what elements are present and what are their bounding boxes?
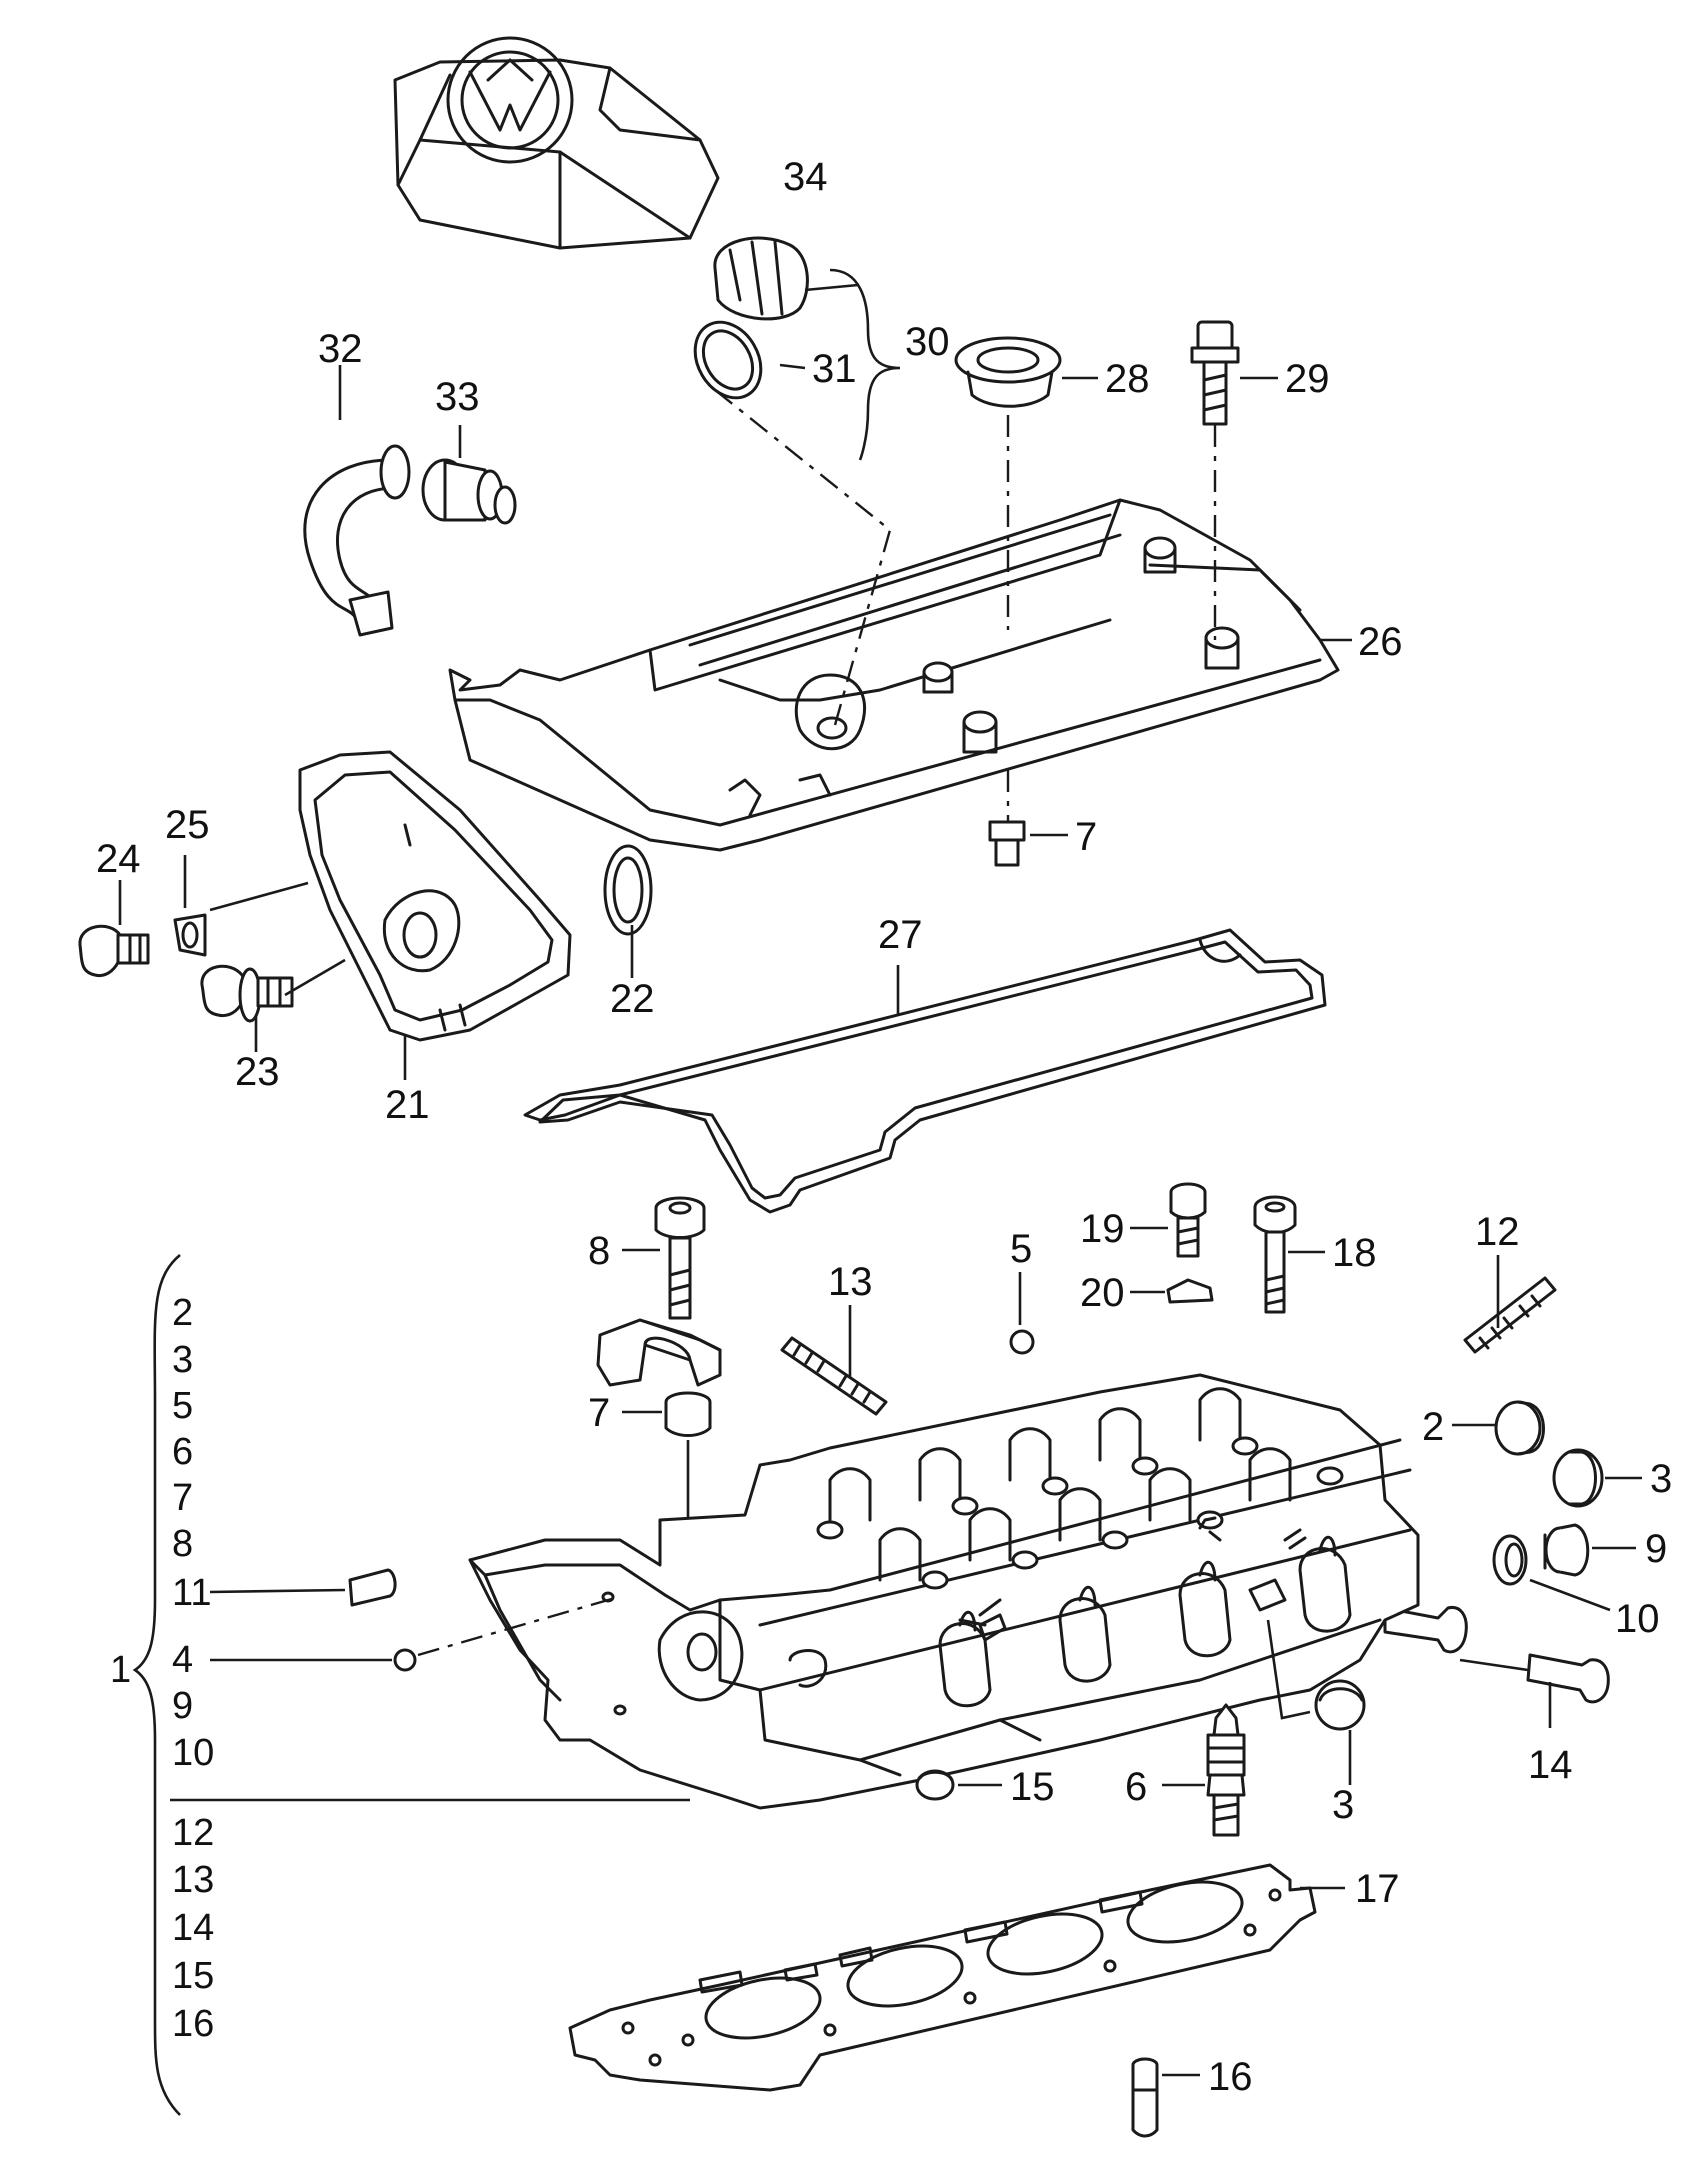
pcv-valve-part[interactable] (421, 458, 517, 525)
kit-item: 2 (172, 1292, 193, 1334)
kit-item: 7 (172, 1477, 193, 1519)
callout-5a: 5 (1010, 1227, 1032, 1271)
kit-item: 10 (172, 1732, 214, 1774)
small-bolt-part[interactable] (988, 820, 1026, 867)
callout-6a: 6 (1125, 1765, 1147, 1809)
callout-20: 20 (1080, 1271, 1125, 1315)
plug-15-part[interactable] (915, 1769, 955, 1801)
callout-17: 17 (1355, 1867, 1400, 1911)
grommet-part[interactable] (954, 336, 1062, 408)
kit-item: 16 (172, 2003, 214, 2045)
kit-item: 6 (172, 1431, 193, 1473)
callout-2a: 2 (1422, 1405, 1444, 1449)
kit-item: 5 (172, 1385, 193, 1427)
valve-cover-gasket-part[interactable] (523, 928, 1327, 1214)
callout-14a: 14 (1528, 1743, 1573, 1787)
sleeve-part[interactable] (664, 1391, 712, 1437)
callout-29: 29 (1285, 357, 1330, 401)
head-bolt-part[interactable] (1253, 1195, 1297, 1314)
kit-item: 15 (172, 1955, 214, 1997)
breather-hose-part[interactable] (303, 444, 411, 637)
sealing-ring-part[interactable] (1492, 1534, 1528, 1586)
timing-cover-part[interactable] (298, 750, 572, 1042)
callout-13: 13 (828, 1260, 873, 1304)
head-gasket-part[interactable] (568, 1863, 1317, 2092)
callout-25: 25 (165, 803, 210, 847)
cam-bolt-part[interactable] (654, 1196, 706, 1320)
kit-bracket (132, 1254, 181, 2116)
half-moon-plug-part[interactable] (1166, 1278, 1214, 1304)
callout-3a: 3 (1650, 1457, 1672, 1501)
kit-item: 8 (172, 1523, 193, 1565)
callout-33: 33 (435, 375, 480, 419)
callout-27: 27 (878, 913, 923, 957)
stud-13-part[interactable] (780, 1336, 888, 1416)
callout-21: 21 (385, 1083, 430, 1127)
callout-22: 22 (610, 977, 655, 1021)
glow-plug-part[interactable] (1206, 1703, 1246, 1837)
callout-16a: 16 (1208, 2055, 1253, 2099)
kit-item: 4 (172, 1639, 193, 1681)
kit-item: 12 (172, 1812, 214, 1854)
callout-28: 28 (1105, 357, 1150, 401)
filler-seal-part[interactable] (682, 310, 774, 409)
cup-plug-lower-part[interactable] (1314, 1679, 1366, 1731)
ball-4-part[interactable] (393, 1648, 417, 1672)
callout-34: 34 (783, 155, 828, 199)
kit-item: 3 (172, 1339, 193, 1381)
callout-7a: 7 (1075, 815, 1097, 859)
callout-32: 32 (318, 327, 363, 371)
callout-15a: 15 (1010, 1765, 1055, 1809)
kit-item: 11 (172, 1572, 211, 1614)
flange-bolt-part[interactable] (200, 964, 294, 1023)
callout-26: 26 (1358, 620, 1403, 664)
vw-logo-icon (446, 36, 574, 164)
dowel-sleeve-part[interactable] (1131, 2057, 1159, 2138)
ball-part[interactable] (1009, 1329, 1035, 1355)
callout-23: 23 (235, 1050, 280, 1094)
kit-item: 13 (172, 1859, 214, 1901)
stud-12-part[interactable] (1463, 1276, 1557, 1354)
kit-item: 14 (172, 1907, 214, 1949)
callout-3b: 3 (1332, 1783, 1354, 1827)
short-bolt-part[interactable] (1169, 1182, 1207, 1258)
bearing-cap-part[interactable] (596, 1318, 722, 1387)
callout-18: 18 (1332, 1231, 1377, 1275)
cover-bolt-part[interactable] (1190, 320, 1240, 426)
callout-12a: 12 (1475, 1210, 1520, 1254)
callout-9a: 9 (1645, 1527, 1667, 1571)
dowel-pin-part[interactable] (348, 1568, 397, 1607)
cylinder-head-part[interactable] (468, 1373, 1420, 1810)
guide-pin-part[interactable] (1383, 1605, 1610, 1704)
kit-item: 9 (172, 1685, 193, 1727)
callout-30: 30 (905, 320, 950, 364)
o-ring-part[interactable] (603, 844, 653, 936)
filler-cap-part[interactable] (713, 236, 809, 321)
cup-plug-part[interactable] (1552, 1448, 1604, 1508)
callout-24: 24 (96, 837, 141, 881)
valve-cover-part[interactable] (448, 498, 1340, 852)
plug-2-part[interactable] (1494, 1400, 1545, 1456)
callout-7b: 7 (588, 1391, 610, 1435)
cover-screw-part[interactable] (78, 924, 150, 977)
callout-8: 8 (588, 1229, 610, 1273)
kit-main-label: 1 (110, 1649, 131, 1691)
washer-part[interactable] (173, 913, 207, 957)
threaded-plug-part[interactable] (1543, 1523, 1590, 1577)
callout-19: 19 (1080, 1207, 1125, 1251)
callout-10a: 10 (1615, 1597, 1660, 1641)
callout-31: 31 (812, 347, 857, 391)
engine-cover-part[interactable] (393, 36, 720, 250)
